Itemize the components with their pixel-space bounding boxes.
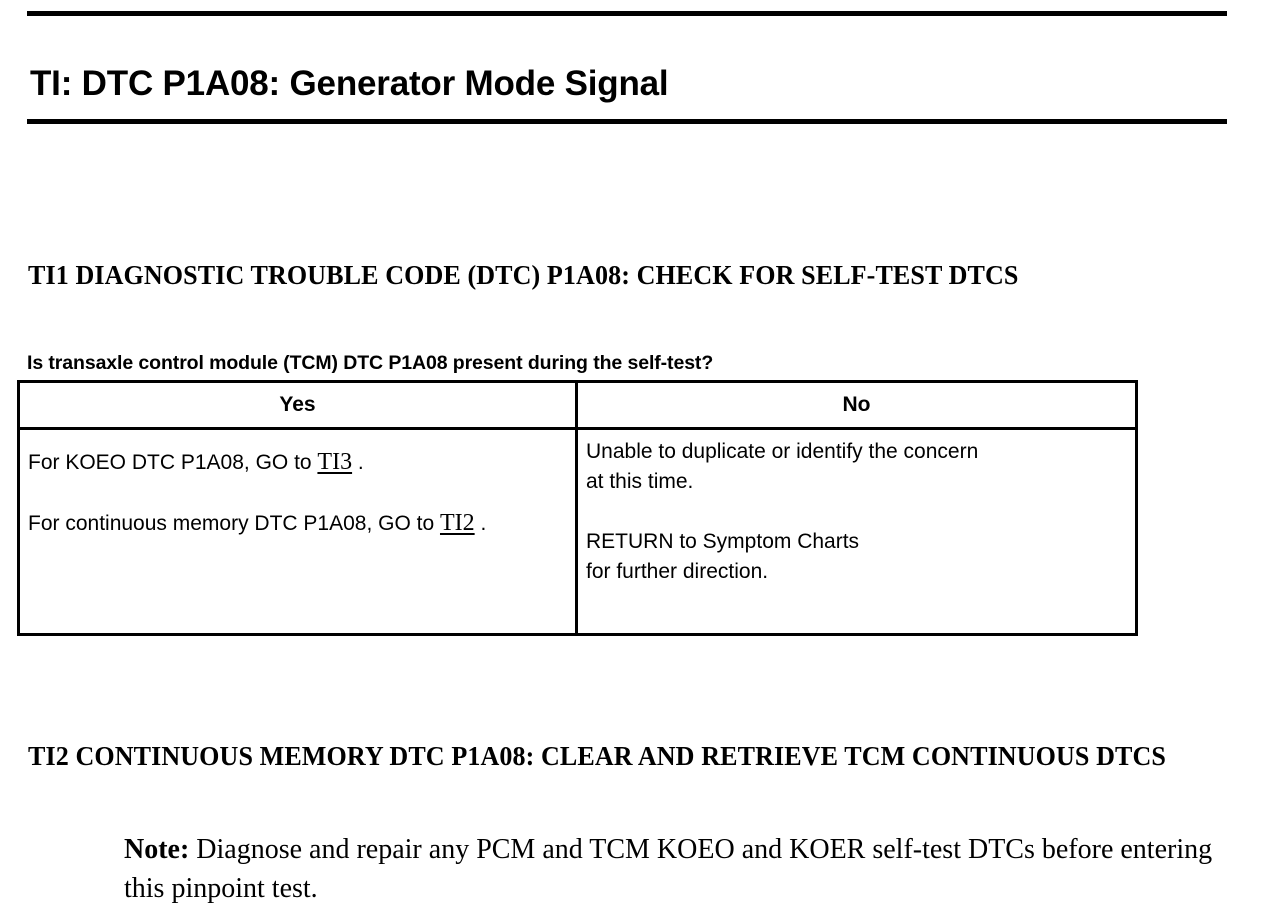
no-text-line-3: RETURN to Symptom Charts [586, 530, 860, 553]
cell-yes-body: For KOEO DTC P1A08, GO to TI3 . For cont… [20, 430, 575, 633]
table-header-no: No [575, 380, 1138, 430]
yes-instruction-continuous: For continuous memory DTC P1A08, GO to T… [28, 508, 565, 539]
decision-table: Yes No For KOEO DTC P1A08, GO to TI3 . F… [17, 380, 1138, 636]
link-ti3[interactable]: TI3 [317, 449, 353, 475]
table-row: For KOEO DTC P1A08, GO to TI3 . For cont… [17, 427, 1138, 636]
no-text-line-1: Unable to duplicate or identify the conc… [586, 440, 979, 463]
page-title: TI: DTC P1A08: Generator Mode Signal [30, 64, 669, 104]
link-ti2[interactable]: TI2 [439, 510, 475, 536]
note-text: Diagnose and repair any PCM and TCM KOEO… [124, 834, 1213, 904]
yes-instruction-koeo: For KOEO DTC P1A08, GO to TI3 . [28, 447, 565, 478]
note-block: Note: Diagnose and repair any PCM and TC… [124, 830, 1219, 908]
cell-yes-answer: For KOEO DTC P1A08, GO to TI3 . For cont… [17, 427, 578, 636]
cell-no-answer: Unable to duplicate or identify the conc… [575, 427, 1138, 636]
yes-instruction-koeo-text: For KOEO DTC P1A08, GO to [28, 451, 318, 474]
self-test-question: Is transaxle control module (TCM) DTC P1… [27, 352, 714, 374]
title-rule-bottom [27, 119, 1227, 124]
yes-instruction-continuous-text: For continuous memory DTC P1A08, GO to [28, 512, 440, 535]
no-text-line-4: for further direction. [586, 560, 769, 583]
table-header-row: Yes No [17, 380, 1138, 430]
yes-instruction-koeo-suffix: . [352, 451, 364, 474]
table-header-yes: Yes [17, 380, 578, 430]
yes-instruction-continuous-suffix: . [474, 512, 487, 535]
section-heading-ti2: TI2 CONTINUOUS MEMORY DTC P1A08: CLEAR A… [28, 741, 1167, 772]
cell-no-body: Unable to duplicate or identify the conc… [578, 430, 1135, 623]
title-rule-top [27, 11, 1227, 16]
no-text-line-2: at this time. [586, 470, 694, 493]
note-label: Note: [124, 834, 190, 865]
section-heading-ti1: TI1 DIAGNOSTIC TROUBLE CODE (DTC) P1A08:… [28, 260, 1019, 291]
